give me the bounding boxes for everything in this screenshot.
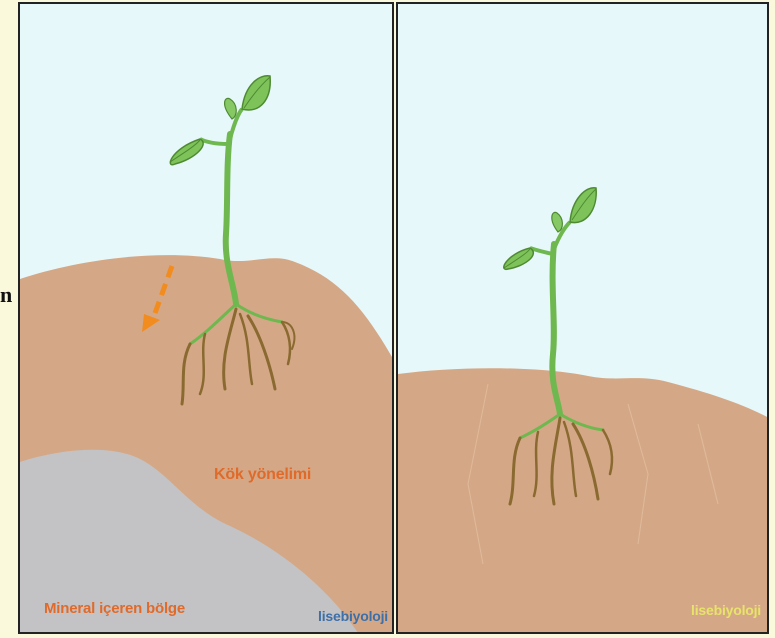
left-panel-root-tropism: Kök yönelimi Mineral içeren bölge lisebi… — [18, 2, 394, 634]
left-illustration — [20, 4, 394, 634]
watermark-right: lisebiyoloji — [691, 602, 761, 618]
right-panel-normal-growth: lisebiyoloji — [396, 2, 769, 634]
mineral-zone-label: Mineral içeren bölge — [44, 600, 185, 617]
right-illustration — [398, 4, 769, 634]
root-direction-label: Kök yönelimi — [214, 466, 311, 484]
watermark-left: lisebiyoloji — [318, 608, 388, 624]
soil-mound — [398, 368, 769, 634]
cropped-edge-letter: n — [0, 282, 12, 308]
